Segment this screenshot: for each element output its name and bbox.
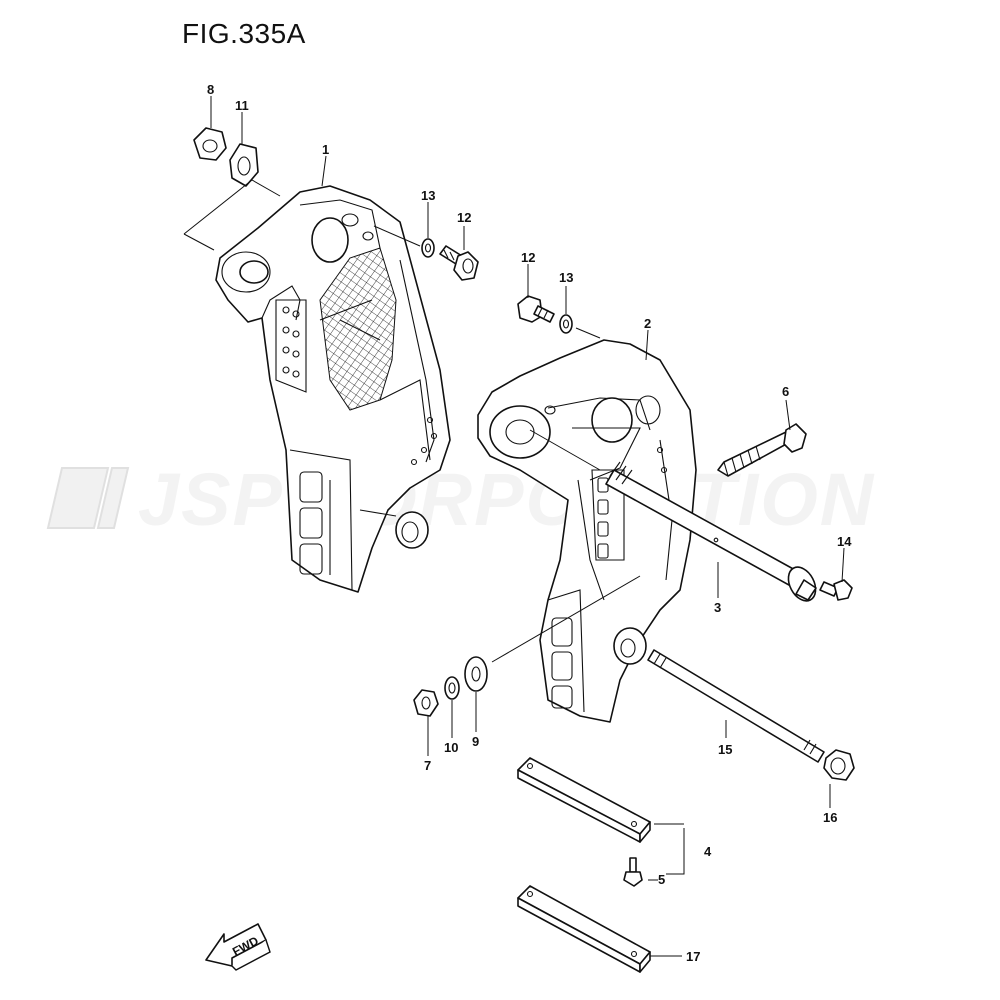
- part-label: 8: [207, 82, 214, 97]
- part-label: 13: [559, 270, 573, 285]
- part-label: 12: [521, 250, 535, 265]
- plate: [517, 885, 651, 973]
- washer: [559, 314, 573, 334]
- part-label: 10: [444, 740, 458, 755]
- leader-lines: [210, 96, 845, 957]
- through-bolt: [647, 649, 825, 763]
- part-label: 6: [782, 384, 789, 399]
- bolt: [623, 857, 643, 887]
- assembly-lines: [183, 179, 685, 881]
- part-label: 12: [457, 210, 471, 225]
- part-label: 2: [644, 316, 651, 331]
- part-label: 17: [686, 949, 700, 964]
- washer: [464, 656, 488, 692]
- part-label: 9: [472, 734, 479, 749]
- tilt-shaft: [605, 461, 817, 602]
- clamp-bracket-starboard: [477, 339, 697, 723]
- figure-title: FIG.335A: [182, 18, 306, 49]
- plate-set: [517, 757, 651, 843]
- bolt: [439, 245, 479, 281]
- watermark-text: JSP CORPORATION: [138, 458, 875, 541]
- part-label: 16: [823, 810, 837, 825]
- washer: [444, 676, 460, 700]
- bolt: [819, 579, 853, 601]
- washer: [421, 238, 435, 258]
- watermark: JSP CORPORATION: [46, 458, 875, 541]
- part-label: 11: [235, 98, 249, 113]
- forward-direction-icon: FWD: [205, 923, 271, 971]
- part-label: 13: [421, 188, 435, 203]
- nut: [193, 127, 227, 161]
- part-labels: 8 11 1 13 12 12 13 2 6 14 3 15 16 7 10 9…: [207, 82, 852, 964]
- part-label: 7: [424, 758, 431, 773]
- nut: [413, 689, 439, 717]
- part-label: 15: [718, 742, 732, 757]
- part-label: 4: [704, 844, 712, 859]
- washer: [229, 143, 259, 187]
- part-label: 14: [837, 534, 852, 549]
- bolt: [717, 423, 807, 477]
- bolt: [517, 295, 555, 323]
- nut: [823, 749, 855, 781]
- part-label: 1: [322, 142, 329, 157]
- part-label: 3: [714, 600, 721, 615]
- part-label: 5: [658, 872, 665, 887]
